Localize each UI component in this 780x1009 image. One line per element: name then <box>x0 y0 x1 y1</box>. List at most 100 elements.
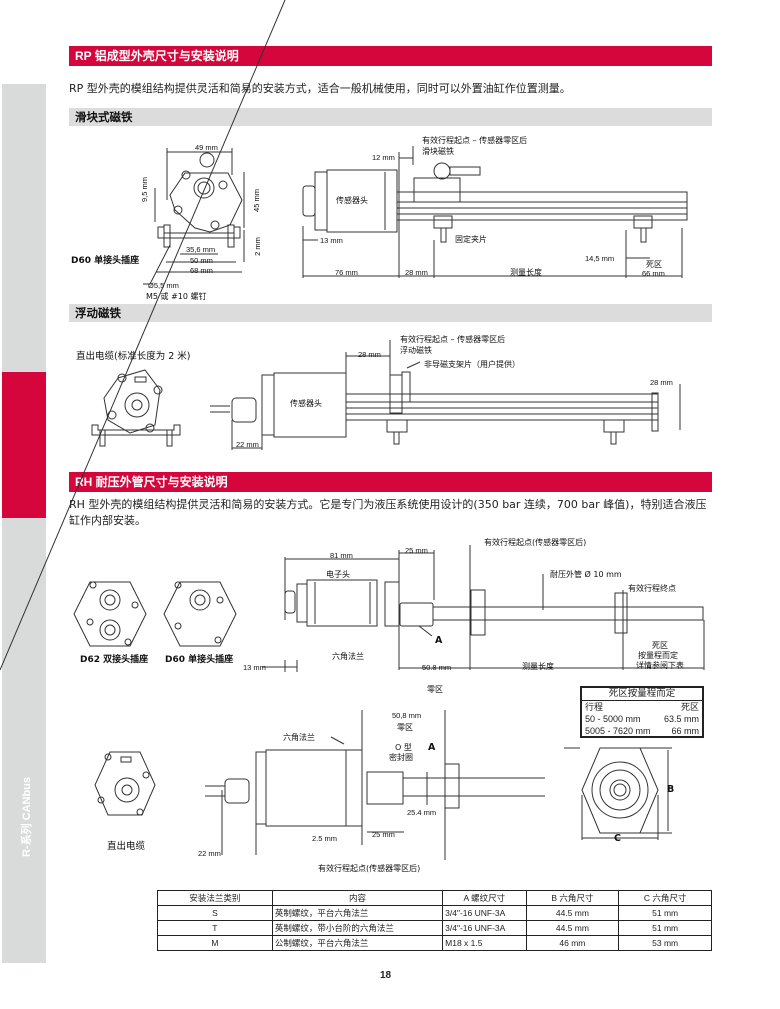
thread-label-a-cable: A <box>428 742 436 753</box>
dim-22mm-cable: 22 mm <box>198 849 221 858</box>
cell-type: S <box>157 905 273 921</box>
zero-zone-label: 零区 <box>427 685 443 694</box>
cell-type: M <box>157 935 273 951</box>
rp-section-title: RP 铝成型外壳尺寸与安装说明 <box>69 46 712 66</box>
cell-a-thread: 3/4"-16 UNF-3A <box>442 905 527 921</box>
stroke-end-note: 有效行程终点 <box>628 584 676 593</box>
slider-magnet-note: 滑块磁铁 <box>422 147 454 156</box>
dim-25-4mm: 25.4 mm <box>407 808 437 817</box>
connector-d62-label: D62 双接头插座 <box>80 655 149 665</box>
dim-50-8mm-cable: 50,8 mm <box>392 711 422 720</box>
dim-14-5mm: 14,5 mm <box>585 254 615 263</box>
col-content: 内容 <box>271 890 444 906</box>
header-dead-zone: 死区 <box>680 702 699 712</box>
col-b-hex: B 六角尺寸 <box>525 890 620 906</box>
table-header-row: 安装法兰类别 内容 A 螺纹尺寸 B 六角尺寸 C 六角尺寸 <box>157 890 712 906</box>
slider-magnet-subtitle: 滑块式磁铁 <box>69 108 712 126</box>
dim-28mm: 28 mm <box>405 268 428 277</box>
thread-label-a: A <box>435 635 443 646</box>
pressure-tube-note: 耐压外管 Ø 10 mm <box>550 570 622 579</box>
clamp-label: 固定夹片 <box>455 235 487 244</box>
screw-note: M5 或 #10 螺钉 <box>146 292 207 301</box>
dim-25mm: 25 mm <box>405 546 428 555</box>
col-c-hex: C 六角尺寸 <box>618 890 712 906</box>
zero-zone-label-cable: 零区 <box>397 723 413 732</box>
sidebar-tab[interactable]: R-系列 CANbus <box>2 372 46 857</box>
table-row: 50 - 5000 mm 63.5 mm <box>582 713 702 725</box>
dead-zone-note-1: 死区 <box>652 641 668 650</box>
dim-66mm: 66 mm <box>642 269 665 278</box>
dead-zone-table: 死区按量程而定 行程 死区 50 - 5000 mm 63.5 mm 5005 … <box>580 686 704 738</box>
header-stroke: 行程 <box>585 702 604 712</box>
cell-content: 公制螺纹，平台六角法兰 <box>271 935 444 951</box>
dead-zone-table-header: 行程 死区 <box>582 701 702 713</box>
sidebar-background <box>2 84 46 963</box>
dim-49mm: 49 mm <box>195 143 218 152</box>
hex-flange-label-cable: 六角法兰 <box>283 733 315 742</box>
connector-d60-label: D60 单接头插座 <box>71 256 140 266</box>
electronics-head-label: 电子头 <box>326 570 350 579</box>
dim-35-6mm: 35,6 mm <box>186 245 216 254</box>
cell-c-hex: 51 mm <box>618 905 712 921</box>
hex-flange-label: 六角法兰 <box>332 652 364 661</box>
cell-b-hex: 46 mm <box>525 935 620 951</box>
dim-28mm-b: 28 mm <box>650 378 673 387</box>
col-a-thread: A 螺纹尺寸 <box>442 890 527 906</box>
rh-intro: RH 型外壳的模组结构提供灵活和简易的安装方式。它是专门为液压系统使用设计的(3… <box>69 498 707 527</box>
dim-13mm: 13 mm <box>320 236 343 245</box>
cell-dead-zone: 63.5 mm <box>663 714 699 724</box>
cell-content: 英制螺纹，带小台阶的六角法兰 <box>271 920 444 936</box>
oring-label-1: O 型 <box>395 743 412 752</box>
page-number: 18 <box>380 970 392 981</box>
dim-50mm: 50 mm <box>190 256 213 265</box>
dead-zone-note-2: 按量程而定 <box>638 651 678 660</box>
cell-stroke: 50 - 5000 mm <box>585 714 641 724</box>
cell-b-hex: 44.5 mm <box>525 905 620 921</box>
straight-cable-label: 直出电缆 <box>107 841 146 852</box>
rh-cable-stroke-start-note: 有效行程起点(传感器零区后) <box>318 864 421 873</box>
cell-c-hex: 51 mm <box>618 920 712 936</box>
dead-zone-label: 死区 <box>646 260 662 269</box>
dead-zone-note-3: 详情参阅下表 <box>636 661 684 670</box>
dim-22mm: 22 mm <box>236 440 259 449</box>
cell-stroke: 5005 - 7620 mm <box>585 726 651 736</box>
dim-81mm: 81 mm <box>330 551 353 560</box>
table-row: M 公制螺纹，平台六角法兰 M18 x 1.5 46 mm 53 mm <box>157 935 712 951</box>
rp-intro: RP 型外壳的模组结构提供灵活和简易的安装方式，适合一般机械使用，同时可以外置油… <box>69 82 571 95</box>
floating-stroke-start-note: 有效行程起点 – 传感器零区后 <box>400 335 506 344</box>
dim-12mm: 12 mm <box>372 153 395 162</box>
measure-length-label: 测量长度 <box>510 268 542 277</box>
dim-25mm-cable: 25 mm <box>372 830 395 839</box>
floating-sensor-head-label: 传感器头 <box>290 399 322 408</box>
rh-section-title: RH 耐压外管尺寸与安装说明 <box>69 472 712 492</box>
col-flange-type: 安装法兰类别 <box>157 890 273 906</box>
table-row: 5005 - 7620 mm 66 mm <box>582 725 702 737</box>
dim-50-8mm: 50.8 mm <box>422 663 452 672</box>
floating-magnet-note: 浮动磁铁 <box>400 346 432 355</box>
dim-28mm-a: 28 mm <box>358 350 381 359</box>
flange-spec-table: 安装法兰类别 内容 A 螺纹尺寸 B 六角尺寸 C 六角尺寸 S 英制螺纹，平台… <box>157 890 712 951</box>
dim-68mm: 68 mm <box>190 266 213 275</box>
oring-label-2: 密封圈 <box>389 753 413 762</box>
dead-zone-table-title: 死区按量程而定 <box>582 688 702 701</box>
cell-a-thread: M18 x 1.5 <box>442 935 527 951</box>
cell-type: T <box>157 920 273 936</box>
cell-dead-zone: 66 mm <box>671 726 699 736</box>
stroke-start-note: 有效行程起点 – 传感器零区后 <box>422 136 528 145</box>
table-row: T 英制螺纹，带小台阶的六角法兰 3/4"-16 UNF-3A 44.5 mm … <box>157 920 712 936</box>
cell-a-thread: 3/4"-16 UNF-3A <box>442 920 527 936</box>
table-row: S 英制螺纹，平台六角法兰 3/4"-16 UNF-3A 44.5 mm 51 … <box>157 905 712 921</box>
hex-dim-b: B <box>667 784 675 795</box>
hex-housing <box>169 172 243 233</box>
rh-stroke-start-note: 有效行程起点(传感器零区后) <box>484 538 587 547</box>
dim-2-5mm: 2.5 mm <box>312 834 338 843</box>
floating-magnet-subtitle: 浮动磁铁 <box>69 304 712 322</box>
cell-content: 英制螺纹，平台六角法兰 <box>271 905 444 921</box>
non-magnetic-bracket-note: 非导磁支架片（用户提供） <box>424 360 520 369</box>
